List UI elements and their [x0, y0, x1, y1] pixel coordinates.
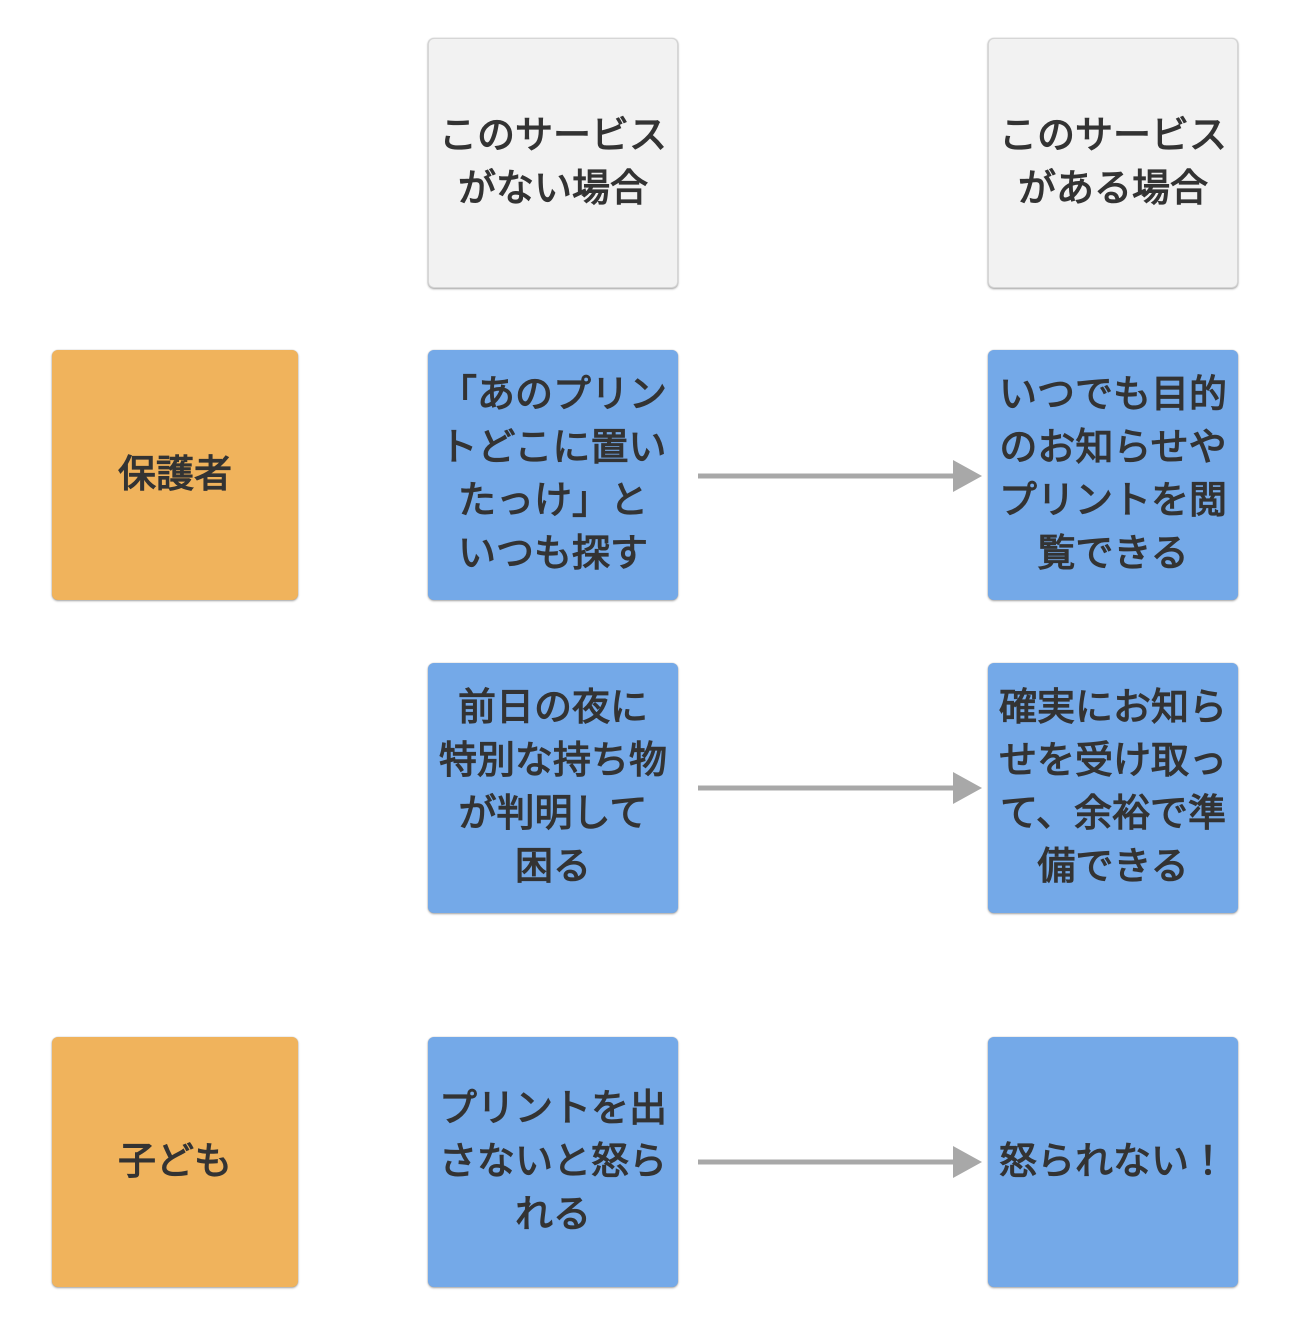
scenario-with-row3: 怒られない！	[988, 1037, 1238, 1287]
scenario-with-row2: 確実にお知ら せを受け取っ て、余裕で準 備できる	[988, 663, 1238, 913]
header-without-service: このサービス がない場合	[428, 38, 678, 288]
arrow-right-icon	[698, 460, 982, 492]
arrow-right-icon	[698, 772, 982, 804]
header-with-service: このサービス がある場合	[988, 38, 1238, 288]
scenario-without-row3: プリントを出 さないと怒ら れる	[428, 1037, 678, 1287]
arrow-right-icon	[698, 1146, 982, 1178]
scenario-without-row1: 「あのプリン トどこに置い たっけ」と いつも探す	[428, 350, 678, 600]
scenario-with-row1: いつでも目的 のお知らせや プリントを閲 覧できる	[988, 350, 1238, 600]
persona-box-parent: 保護者	[52, 350, 298, 600]
scenario-without-row2: 前日の夜に 特別な持ち物 が判明して 困る	[428, 663, 678, 913]
persona-box-child: 子ども	[52, 1037, 298, 1287]
